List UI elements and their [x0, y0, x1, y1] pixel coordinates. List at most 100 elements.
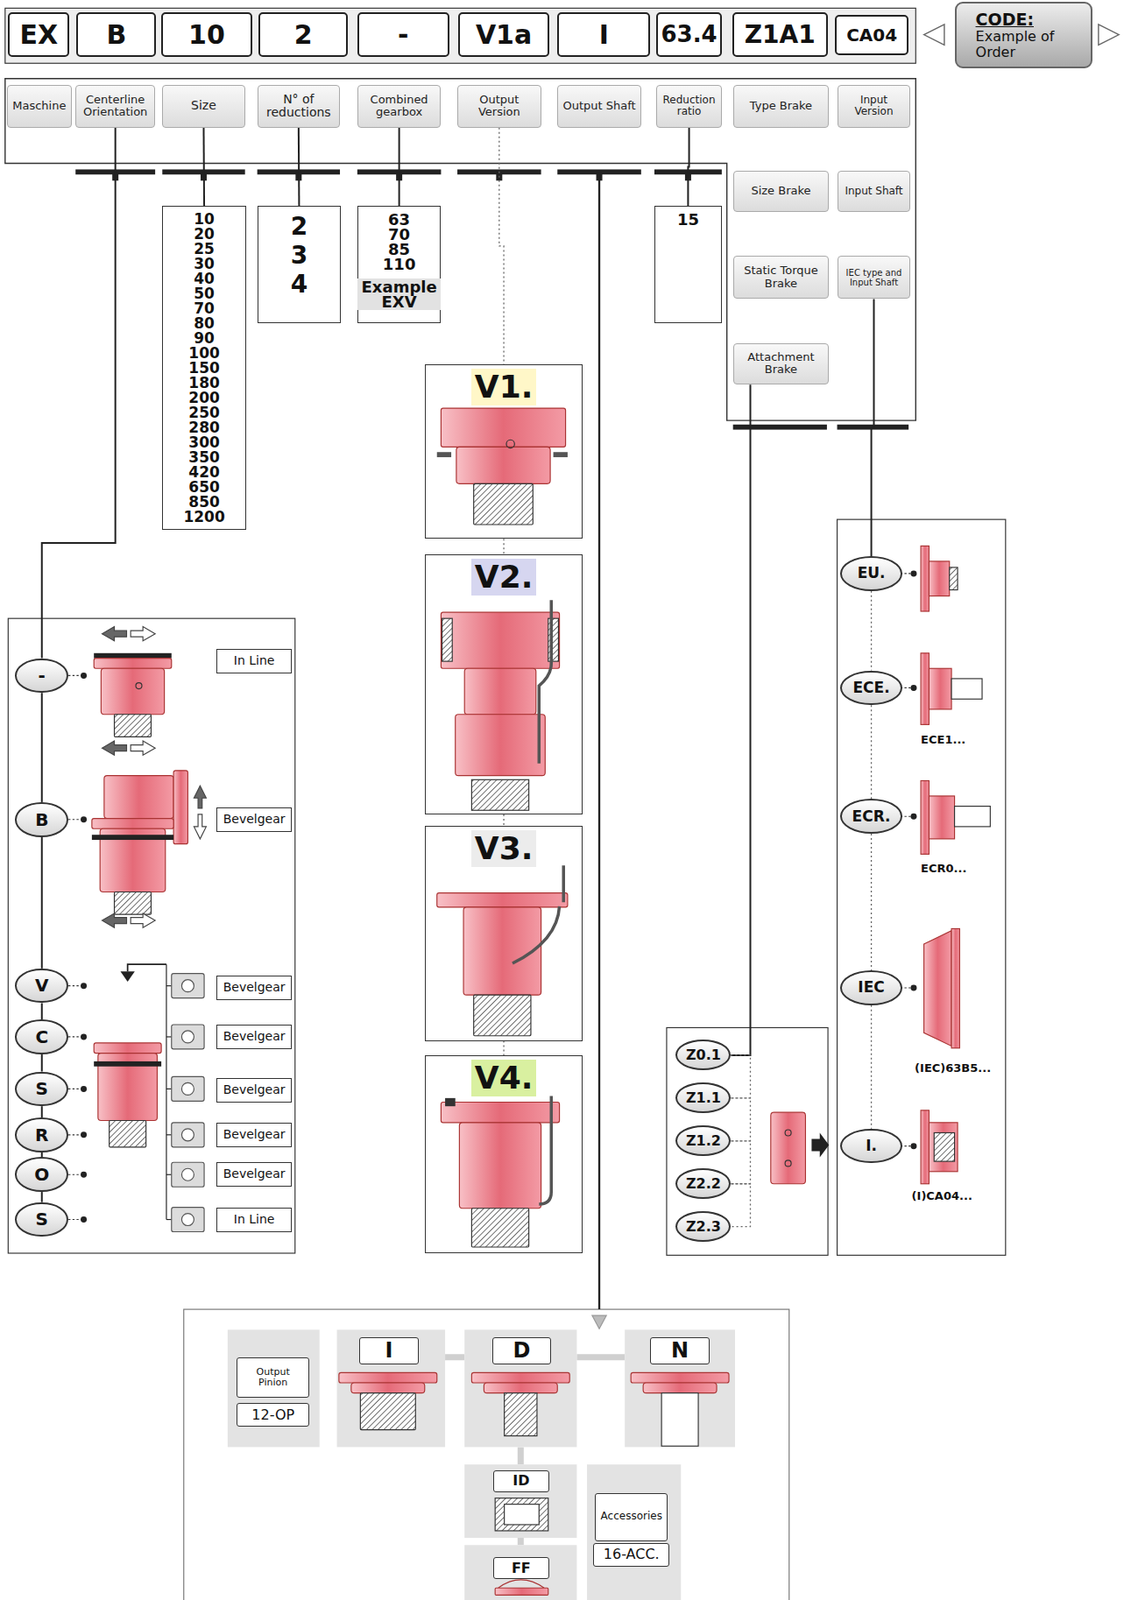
dot	[80, 1172, 87, 1179]
connector	[502, 538, 504, 554]
node-text: Z0.1	[685, 1047, 722, 1064]
bracket-line	[165, 964, 167, 1220]
bolt	[553, 452, 568, 458]
bracket-tick	[166, 985, 172, 987]
code-row-panel	[5, 7, 916, 64]
node-text: 15	[657, 212, 719, 228]
option-oval: I.	[840, 1129, 903, 1165]
option-oval: S	[14, 1202, 69, 1238]
leader-line	[68, 675, 82, 677]
code-box: B	[76, 12, 156, 57]
header-box: N° of reductions	[257, 84, 340, 128]
input-flange	[920, 545, 929, 612]
connector	[41, 837, 43, 969]
option-oval: Z2.2	[675, 1168, 731, 1200]
node-text: B	[106, 20, 127, 50]
code-box: 10	[161, 12, 253, 57]
dot	[910, 685, 917, 692]
header-box: Reduction ratio	[656, 84, 722, 128]
header-box: Output Version	[457, 84, 542, 128]
flat-flange	[494, 1588, 549, 1596]
iec-adapter	[924, 931, 952, 1047]
panel-arrow	[592, 1315, 607, 1330]
option-oval: Z0.1	[675, 1039, 731, 1071]
gear-body	[456, 446, 551, 484]
node-text: 40	[165, 271, 243, 287]
motor-icon	[171, 1076, 205, 1102]
leader-line	[598, 173, 601, 1310]
option-box: FF	[493, 1557, 550, 1579]
connector	[297, 127, 301, 207]
dot	[910, 1143, 917, 1150]
motor-icon	[171, 1123, 205, 1148]
version-panel: V4.	[424, 1055, 584, 1254]
header-box: Size Brake	[733, 170, 830, 213]
node-text: Bevelgear	[223, 981, 286, 996]
leader-line	[68, 1219, 82, 1221]
bracket-tick	[166, 1036, 172, 1038]
node-text: FF	[511, 1561, 531, 1577]
gear-flange	[91, 819, 174, 830]
node-text: 3	[261, 240, 339, 270]
code-box: 2	[258, 12, 349, 57]
node-text: Z1.1	[685, 1090, 722, 1107]
option-box: ID	[493, 1470, 550, 1492]
output-spline	[114, 891, 152, 915]
output-pinion-shaft	[504, 1393, 538, 1437]
node-text: O	[34, 1165, 50, 1185]
node-text: Reduction ratio	[659, 94, 719, 119]
dot	[80, 1033, 87, 1040]
version-panel: V3.	[424, 826, 584, 1042]
internal-spline	[494, 1498, 549, 1532]
node-text: Bevelgear	[223, 1167, 286, 1182]
node-text: 280	[165, 420, 243, 436]
connector	[41, 1054, 43, 1073]
gear-body	[455, 714, 546, 777]
output-spline	[473, 995, 531, 1037]
option-oval: S	[14, 1072, 69, 1108]
code-box: CA04	[834, 14, 909, 55]
node-text: Example EXV	[357, 278, 442, 311]
option-tile	[227, 1329, 320, 1448]
iec-flange	[951, 928, 960, 1048]
node-text: 80	[165, 316, 243, 332]
node-text: Z2.2	[685, 1176, 722, 1193]
spline-band	[442, 618, 453, 662]
output-spline	[360, 1393, 416, 1431]
gear-flange	[93, 658, 172, 670]
node-text: 85	[360, 241, 439, 257]
option-oval: R	[14, 1117, 69, 1153]
leader-line	[68, 1036, 82, 1038]
node-text: IEC	[857, 979, 884, 997]
part-code-label: ECR0...	[920, 862, 967, 876]
bracket-tick	[166, 1134, 172, 1136]
node-text: I.	[865, 1138, 877, 1155]
bracket-tick	[166, 1174, 172, 1176]
node-text: Combined gearbox	[360, 93, 439, 120]
input-flange	[920, 1110, 929, 1185]
option-box: I	[359, 1337, 419, 1365]
node-text: 90	[165, 331, 243, 347]
node-text: 110	[360, 256, 439, 272]
node-text: ID	[512, 1473, 530, 1490]
option-list: 1020253040507080901001501802002502803003…	[162, 205, 247, 531]
node-text: I	[599, 20, 609, 50]
motor-icon-face	[181, 1214, 194, 1227]
node-text: Z1A1	[744, 21, 816, 49]
node-text: Z1.2	[685, 1133, 722, 1150]
connector	[499, 127, 504, 365]
node-text: 63	[360, 212, 439, 227]
node-text: Input Version	[841, 94, 908, 119]
dot	[80, 982, 87, 990]
node-text: 650	[165, 480, 243, 495]
bolt	[135, 683, 142, 690]
code-box: EX	[7, 12, 70, 57]
output-shaft-panel	[183, 1309, 790, 1600]
node-text: 2	[261, 212, 339, 241]
option-box: N	[650, 1337, 710, 1365]
part-code-label: (I)CA04...	[911, 1189, 973, 1203]
option-list: 234	[257, 205, 342, 324]
input-flange	[920, 780, 929, 855]
node-text: V2.	[471, 558, 538, 596]
node-text: CODE:	[975, 10, 1034, 29]
